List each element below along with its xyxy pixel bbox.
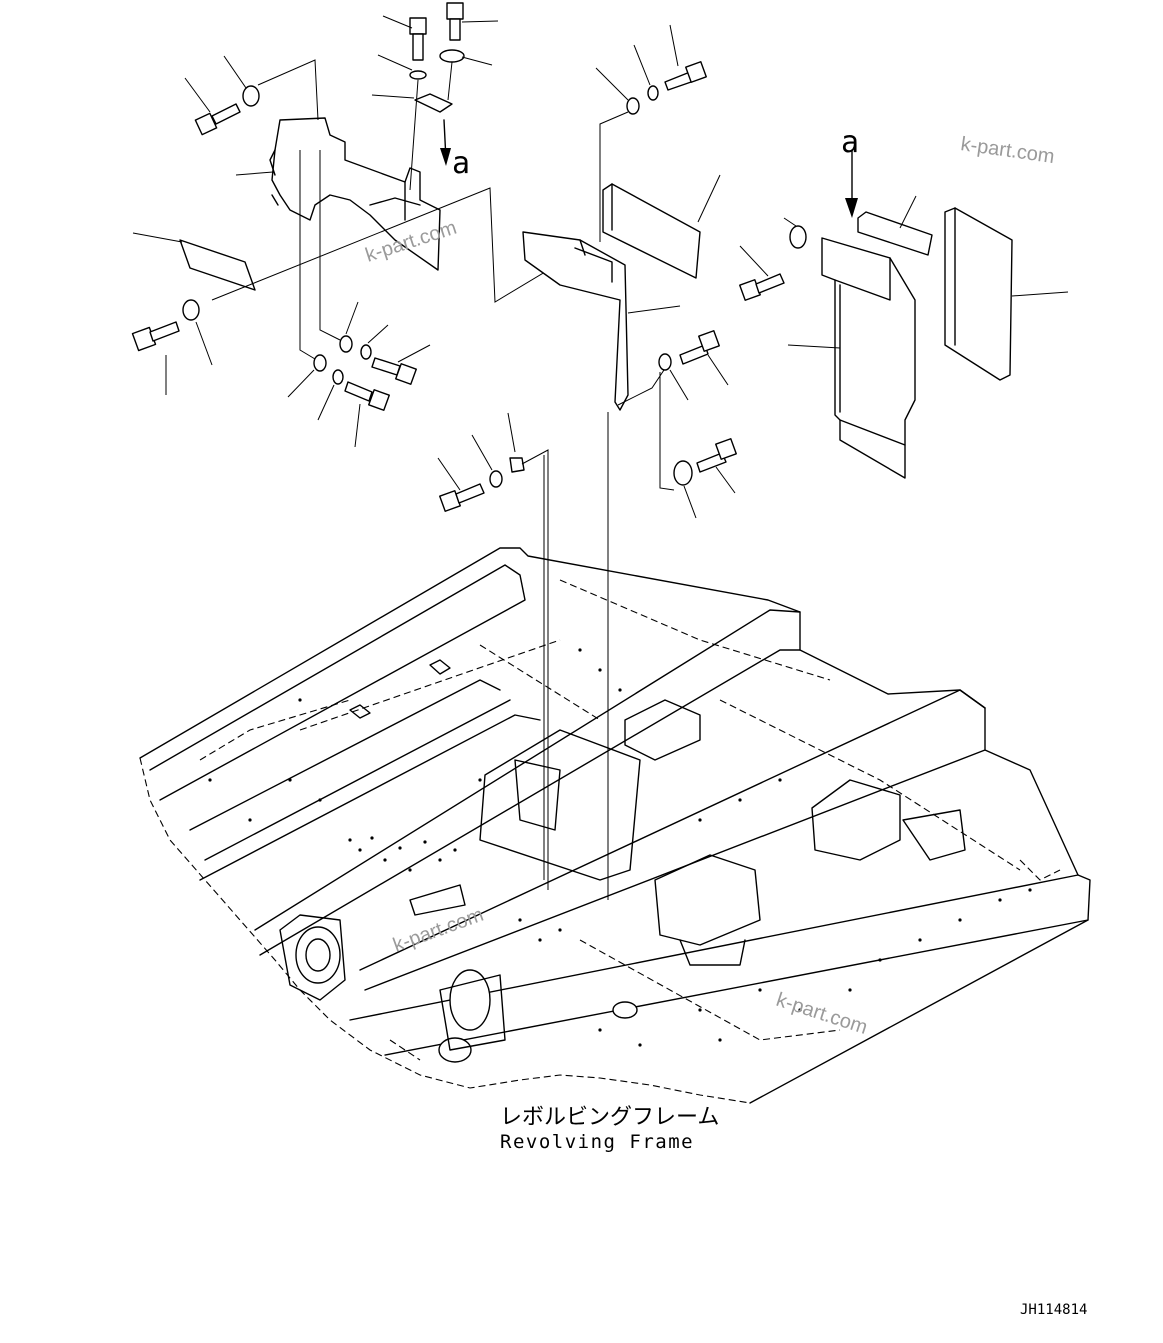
swing-hole <box>438 1037 472 1063</box>
washer-icon <box>360 344 372 360</box>
bolt-icon <box>344 381 390 411</box>
washer-icon <box>789 225 807 249</box>
bolt-icon <box>409 17 427 61</box>
lower-plate <box>179 239 256 291</box>
washer-icon <box>673 460 693 486</box>
view-marker-a-ref: a <box>841 125 859 160</box>
clamp-plate <box>414 93 453 113</box>
washer-icon <box>439 49 465 63</box>
left-bracket-group: a <box>131 2 591 448</box>
sponge-block <box>857 211 933 256</box>
washer-icon <box>409 70 427 80</box>
drawing-number: JH114814 <box>1020 1302 1087 1318</box>
clip-icon <box>509 457 525 473</box>
washer-icon <box>313 354 327 372</box>
washer-icon <box>658 353 672 371</box>
washer-icon <box>626 97 640 115</box>
bolt-icon <box>664 61 707 91</box>
sponge-pad <box>602 183 701 279</box>
washer-icon <box>647 85 659 101</box>
revolving-frame <box>139 547 1091 1104</box>
bolt-icon <box>194 103 241 136</box>
clip-hardware <box>437 412 549 890</box>
rivet-dots <box>208 648 1032 1047</box>
frame-label-japanese: レボルビングフレーム <box>500 1105 719 1130</box>
washer-icon <box>242 85 260 107</box>
bolt-icon <box>696 438 737 473</box>
side-cover <box>821 237 916 479</box>
engine-side-bracket <box>271 117 441 271</box>
watermark: k-part.com <box>773 989 870 1039</box>
bolt-icon <box>371 357 417 385</box>
right-cover-group: a <box>739 125 1069 479</box>
cover-plate <box>522 231 629 411</box>
bolt-icon <box>739 273 785 301</box>
view-marker-a: a <box>452 146 470 181</box>
bolt-icon <box>446 2 464 41</box>
watermark: k-part.com <box>959 133 1056 168</box>
middle-cover-group <box>522 24 737 900</box>
bolt-icon <box>679 330 720 365</box>
frame-label-english: Revolving Frame <box>500 1131 694 1153</box>
washer-icon <box>339 335 353 353</box>
bolt-icon <box>131 321 180 352</box>
washer-icon <box>489 470 503 488</box>
washer-icon <box>332 369 344 385</box>
washer-icon <box>182 299 200 321</box>
bolt-icon <box>439 483 485 512</box>
